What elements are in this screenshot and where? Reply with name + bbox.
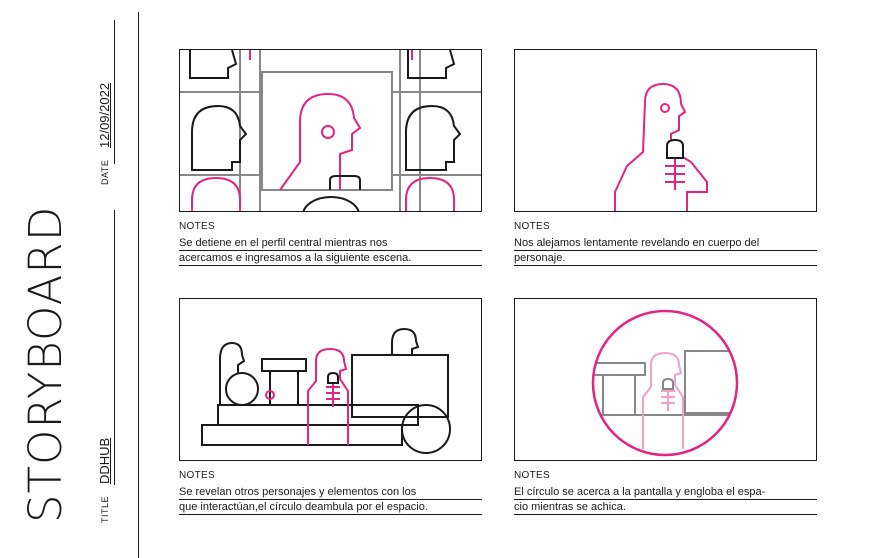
panel-4-illustration <box>591 309 739 457</box>
storyboard-title: STORYBOARD <box>19 205 72 523</box>
panel-1-notes: Se detiene en el perfil central mientras… <box>179 236 482 266</box>
panel-3-notes-label: NOTES <box>179 470 215 481</box>
note-line: acercamos e ingresamos a la siguiente es… <box>179 251 482 266</box>
panel-3-frame <box>179 298 482 461</box>
note-line: Nos alejamos lentamente revelando en cue… <box>514 236 817 251</box>
note-line: Se revelan otros personajes y elementos … <box>179 485 482 500</box>
note-line: cio mientras se achica. <box>514 500 817 515</box>
panel-2-notes: Nos alejamos lentamente revelando en cue… <box>514 236 817 266</box>
panel-3-illustration <box>201 327 451 454</box>
date-rule <box>114 20 115 164</box>
panel-4-notes-label: NOTES <box>514 470 550 481</box>
title-value: DDHUB <box>97 437 112 484</box>
panel-2-notes-label: NOTES <box>514 221 550 232</box>
panel-4-frame <box>514 298 817 461</box>
panel-1-frame <box>179 49 482 212</box>
panel-2-frame <box>514 49 817 212</box>
date-value: 12/09/2022 <box>97 82 112 148</box>
note-line: El círculo se acerca a la pantalla y eng… <box>514 485 817 500</box>
title-rule <box>114 210 115 485</box>
header-divider <box>138 12 139 558</box>
panel-3-notes: Se revelan otros personajes y elementos … <box>179 485 482 515</box>
note-line: que interactúan,el círculo deambula por … <box>179 500 482 515</box>
panel-2-illustration <box>614 82 708 211</box>
panel-1-illustration <box>180 50 481 211</box>
panel-1-notes-label: NOTES <box>179 221 215 232</box>
note-line: personaje. <box>514 251 817 266</box>
panel-4-notes: El círculo se acerca a la pantalla y eng… <box>514 485 817 515</box>
date-label: DATE <box>100 159 110 185</box>
note-line: Se detiene en el perfil central mientras… <box>179 236 482 251</box>
title-label: TITLE <box>100 495 110 523</box>
